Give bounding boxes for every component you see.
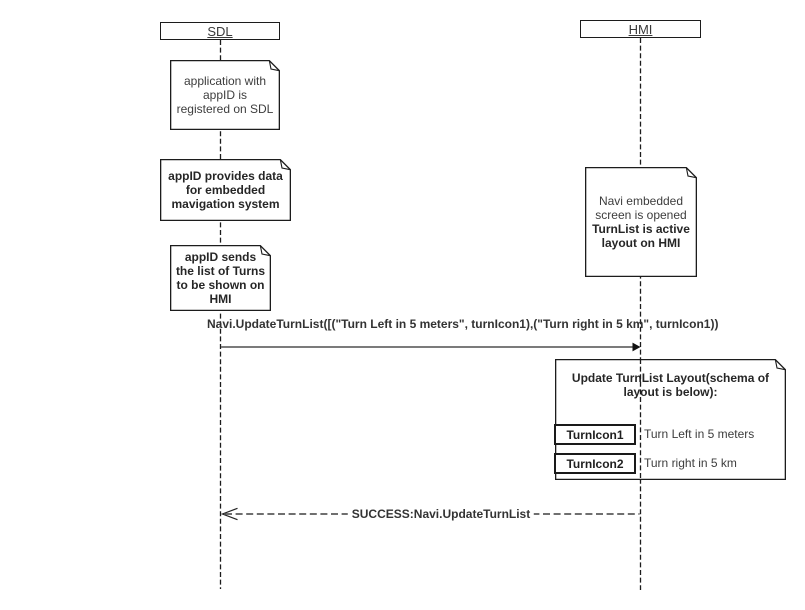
- arrowhead-open-left: [220, 507, 238, 521]
- note-line: mavigation system: [171, 197, 280, 211]
- note-line: TurnList is active: [592, 222, 690, 236]
- turn-icon-2-label: TurnIcon2: [566, 456, 624, 471]
- note-text: appID sends the list of Turns to be show…: [170, 245, 271, 311]
- note-line: HMI: [209, 292, 232, 306]
- note-line: screen is opened: [595, 208, 687, 222]
- note-shape: [170, 60, 280, 130]
- note-text: application with appID is registered on …: [170, 60, 280, 130]
- note-appid-provides-data: appID provides data for embedded mavigat…: [160, 159, 291, 221]
- note-line: appID provides data: [168, 169, 283, 183]
- actor-box-sdl: SDL: [160, 22, 280, 40]
- note-line: Navi embedded: [598, 194, 684, 208]
- note-line: application with: [183, 74, 267, 88]
- note-line: appID is: [202, 88, 248, 102]
- note-title-line: layout is below):: [623, 385, 718, 399]
- note-title-line: Update TurnList Layout(schema of: [571, 371, 770, 385]
- note-line: registered on SDL: [176, 102, 274, 116]
- turn-icon-1-label: TurnIcon1: [566, 427, 624, 442]
- note-shape: [160, 159, 291, 221]
- arrowhead-solid-right: [632, 342, 641, 352]
- message-label-update-turn-list: Navi.UpdateTurnList([("Turn Left in 5 me…: [207, 317, 719, 331]
- note-line: for embedded: [185, 183, 266, 197]
- note-line: the list of Turns: [175, 264, 266, 278]
- actor-label-sdl: SDL: [207, 23, 233, 39]
- note-app-registered: application with appID is registered on …: [170, 60, 280, 130]
- turn-row-1-description: Turn Left in 5 meters: [644, 427, 755, 441]
- note-line: to be shown on: [176, 278, 265, 292]
- turn-row-2-description: Turn right in 5 km: [644, 456, 737, 470]
- note-line: layout on HMI: [601, 236, 681, 250]
- note-update-turnlist-layout: Update TurnList Layout(schema of layout …: [555, 359, 786, 480]
- note-navi-screen-opened: Navi embedded screen is opened TurnList …: [585, 167, 697, 277]
- turn-icon-2-box: TurnIcon2: [554, 453, 636, 474]
- actor-label-hmi: HMI: [628, 21, 653, 37]
- message-label-success: SUCCESS:Navi.UpdateTurnList: [347, 507, 535, 521]
- note-line: appID sends: [184, 250, 257, 264]
- note-text: Update TurnList Layout(schema of layout …: [555, 359, 786, 480]
- note-appid-sends-turns: appID sends the list of Turns to be show…: [170, 245, 271, 311]
- actor-box-hmi: HMI: [580, 20, 701, 38]
- note-text: Navi embedded screen is opened TurnList …: [585, 167, 697, 277]
- note-text: appID provides data for embedded mavigat…: [160, 159, 291, 221]
- turn-icon-1-box: TurnIcon1: [554, 424, 636, 445]
